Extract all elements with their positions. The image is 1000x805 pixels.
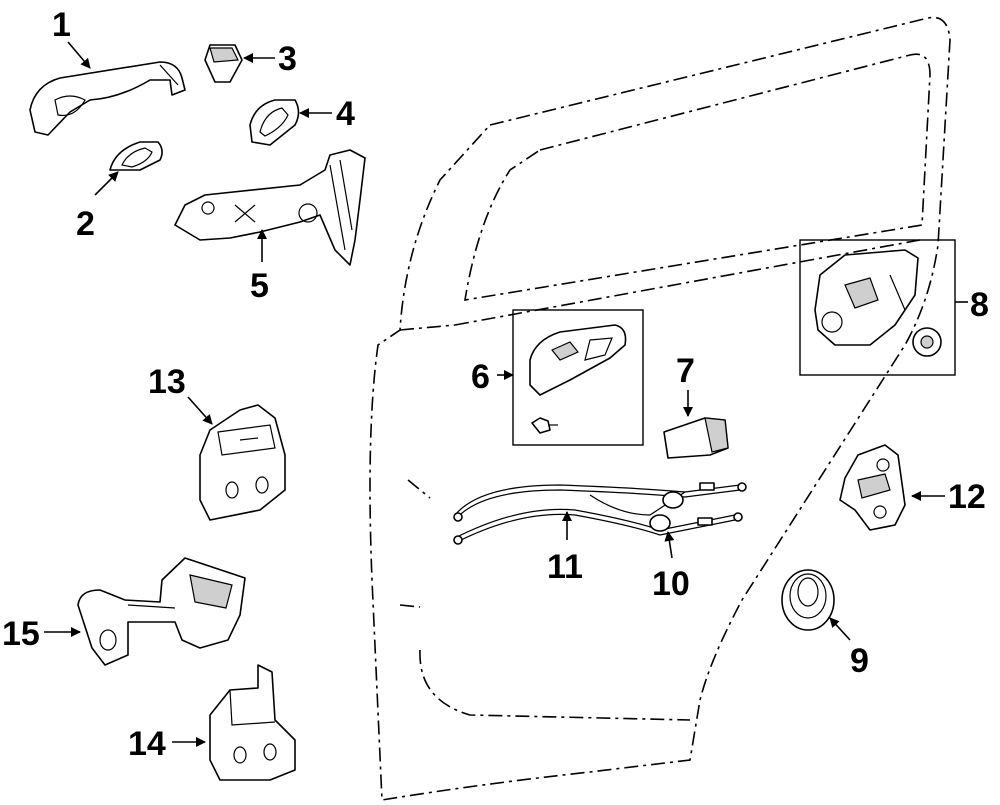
callout-8: 8 xyxy=(970,286,989,324)
callout-9: 9 xyxy=(850,642,869,680)
part-lower-hinge xyxy=(209,664,296,781)
leader-lines xyxy=(44,41,968,747)
part-handle-frame xyxy=(174,149,366,266)
part-inside-handle xyxy=(512,309,644,446)
callout-15: 15 xyxy=(2,615,40,653)
part-bezel xyxy=(249,99,300,146)
callout-1: 1 xyxy=(52,6,71,44)
part-outside-handle xyxy=(29,61,186,136)
callout-10: 10 xyxy=(652,565,690,603)
callout-13: 13 xyxy=(148,363,186,401)
callout-6: 6 xyxy=(471,358,490,396)
door-outline xyxy=(369,16,951,801)
callout-2: 2 xyxy=(76,205,95,243)
part-upper-hinge xyxy=(199,404,286,521)
part-cables xyxy=(453,482,747,545)
part-door-check xyxy=(77,557,246,666)
callout-3: 3 xyxy=(278,40,297,78)
callout-7: 7 xyxy=(676,352,695,390)
callout-4: 4 xyxy=(336,95,355,133)
part-cap xyxy=(204,44,243,83)
part-lock-assembly xyxy=(799,239,956,376)
callout-5: 5 xyxy=(250,267,269,305)
part-handle-bezel xyxy=(109,141,163,171)
callout-12: 12 xyxy=(948,478,986,516)
callout-labels: 1 2 3 4 5 6 7 8 9 10 11 12 13 14 15 xyxy=(2,6,989,763)
part-striker xyxy=(839,444,906,531)
callout-14: 14 xyxy=(128,725,166,763)
part-handle-cover xyxy=(663,417,729,459)
callout-11: 11 xyxy=(547,548,583,586)
part-grommet xyxy=(781,569,835,631)
